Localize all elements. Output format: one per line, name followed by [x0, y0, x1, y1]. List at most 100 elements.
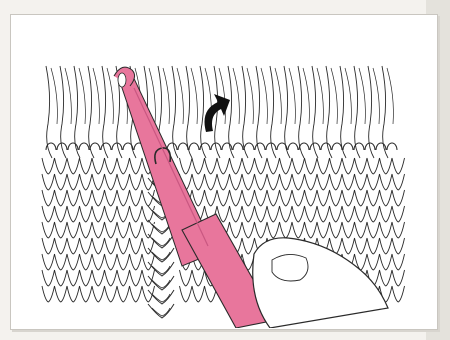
knit-stitch: [342, 158, 355, 174]
knit-stitch: [230, 222, 243, 238]
loop-strand: [331, 68, 337, 124]
knit-stitch: [105, 270, 118, 286]
knit-stitch: [192, 270, 205, 286]
loop-strand: [79, 68, 85, 124]
knit-stitch: [392, 222, 405, 238]
loop-strand: [247, 68, 253, 124]
loop-strand: [219, 68, 225, 124]
knit-stitch: [280, 174, 293, 190]
knit-stitch: [392, 190, 405, 206]
knit-stitch: [355, 206, 368, 222]
knit-stitch: [67, 238, 80, 254]
loop-strand: [359, 68, 365, 124]
knitting-repair-illustration: [10, 14, 436, 328]
ridge-bump: [189, 143, 199, 150]
knit-stitch: [105, 174, 118, 190]
loop-strand: [88, 66, 94, 158]
knit-stitch: [355, 222, 368, 238]
knit-stitch: [180, 270, 193, 286]
knit-stitch: [192, 158, 205, 174]
knit-stitch: [80, 254, 93, 270]
loop-strand: [233, 68, 239, 124]
knit-stitch: [292, 206, 305, 222]
knit-stitch: [55, 206, 68, 222]
ridge-bump: [101, 143, 111, 150]
knit-stitch: [142, 206, 155, 222]
knit-stitch: [355, 174, 368, 190]
knit-stitch: [280, 206, 293, 222]
latch-needle-icon: [114, 67, 276, 328]
knit-stitch: [242, 174, 255, 190]
knit-stitch: [92, 158, 105, 174]
knit-stitch: [42, 270, 55, 286]
ridge-bump: [255, 143, 265, 150]
knit-stitch: [105, 286, 118, 302]
knit-stitch: [42, 174, 55, 190]
loop-strand: [303, 68, 309, 124]
loop-strand: [51, 68, 57, 124]
knit-stitch: [267, 206, 280, 222]
knit-stitch: [80, 238, 93, 254]
knit-stitch: [380, 190, 393, 206]
ridge-bump: [167, 143, 177, 150]
knit-stitch: [67, 222, 80, 238]
knit-stitch: [292, 174, 305, 190]
loop-strand: [74, 66, 80, 158]
ridge-bump: [288, 143, 298, 150]
knit-stitch: [330, 206, 343, 222]
knit-stitch: [267, 174, 280, 190]
knit-stitch: [342, 190, 355, 206]
knit-stitch: [367, 158, 380, 174]
knit-stitch: [367, 174, 380, 190]
knit-stitch: [205, 174, 218, 190]
knit-stitch: [242, 238, 255, 254]
knit-stitch: [217, 174, 230, 190]
ridge-bump: [90, 143, 100, 150]
knit-stitch: [267, 222, 280, 238]
knit-stitch: [92, 206, 105, 222]
knit-stitch: [42, 158, 55, 174]
knit-stitch: [105, 222, 118, 238]
knit-stitch: [67, 270, 80, 286]
loop-strand: [373, 68, 379, 124]
knit-stitch: [392, 286, 405, 302]
knit-stitch: [42, 222, 55, 238]
ridge-bump: [244, 143, 254, 150]
knit-stitch: [117, 158, 130, 174]
knit-stitch: [242, 222, 255, 238]
knit-stitch: [92, 174, 105, 190]
loop-strand: [387, 68, 393, 124]
knit-stitch: [392, 174, 405, 190]
knit-stitch: [92, 254, 105, 270]
knit-stitch: [267, 158, 280, 174]
knit-stitch: [242, 206, 255, 222]
loop-strand: [242, 66, 248, 158]
knit-stitch: [342, 238, 355, 254]
knit-stitch: [117, 206, 130, 222]
knit-stitch: [117, 190, 130, 206]
knit-stitch: [67, 158, 80, 174]
knit-stitch: [255, 206, 268, 222]
knit-stitch: [192, 174, 205, 190]
knit-stitch: [217, 158, 230, 174]
knit-stitch: [355, 190, 368, 206]
knit-stitch: [80, 286, 93, 302]
knit-stitch: [180, 286, 193, 302]
knit-stitch: [55, 174, 68, 190]
knit-stitch: [42, 206, 55, 222]
knit-stitch: [55, 270, 68, 286]
knit-stitch: [130, 158, 143, 174]
knit-stitch: [117, 286, 130, 302]
knit-stitch: [117, 254, 130, 270]
knit-stitch: [142, 238, 155, 254]
knit-stitch: [80, 174, 93, 190]
knit-stitch: [305, 206, 318, 222]
knit-stitch: [92, 286, 105, 302]
knit-stitch: [280, 222, 293, 238]
loop-strand: [191, 68, 197, 124]
needle-eye: [118, 73, 126, 87]
knit-stitch: [305, 158, 318, 174]
knit-stitch: [292, 222, 305, 238]
knit-stitch: [292, 158, 305, 174]
knit-stitch: [305, 222, 318, 238]
